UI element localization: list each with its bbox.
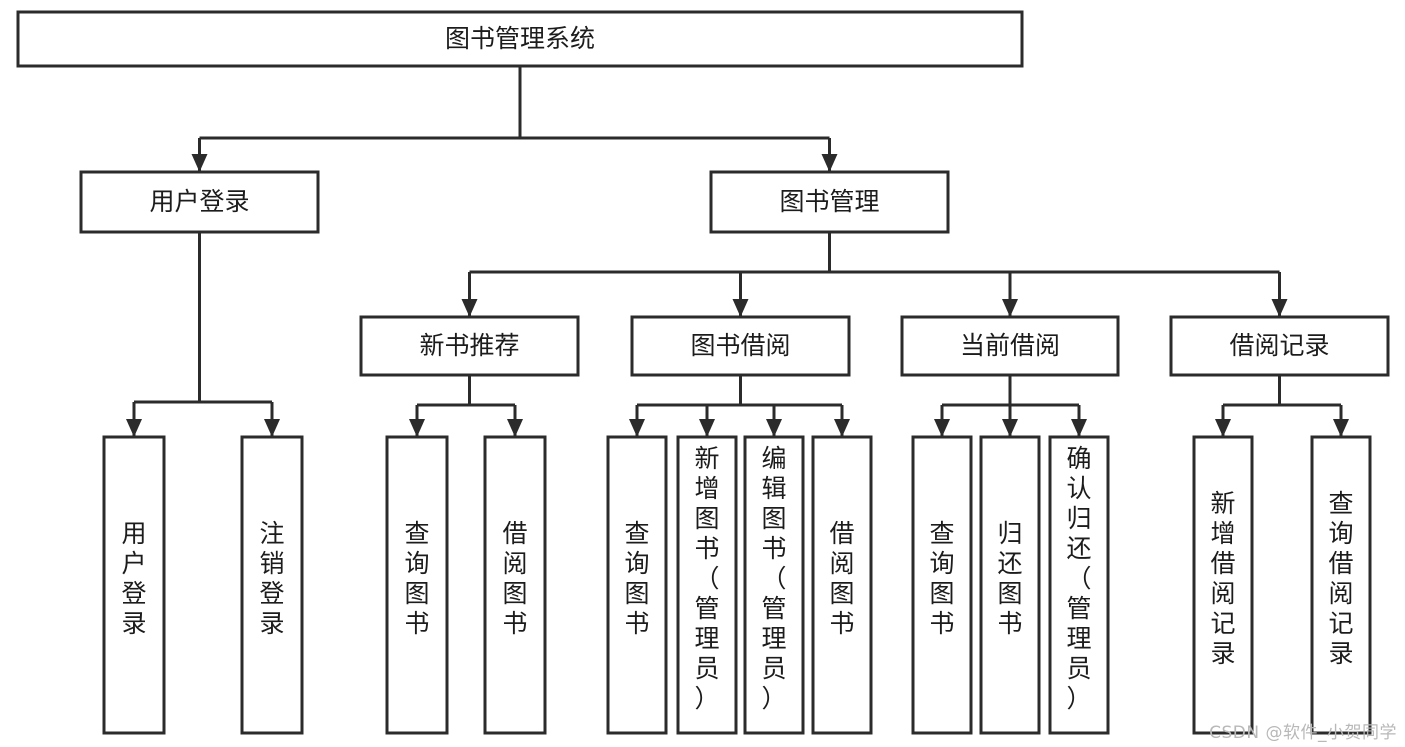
node-leaf-query-book-1-label: 查询图书	[404, 519, 429, 638]
node-leaf-add-record-label: 新增借阅记录	[1210, 489, 1235, 668]
edge-book-manage-arrow-2	[1002, 299, 1018, 317]
node-user-login-label: 用户登录	[149, 187, 249, 216]
node-leaf-borrow-book-2[interactable]: 借阅图书	[811, 435, 873, 735]
node-new-book-rec-box	[359, 315, 580, 377]
edges-layer	[126, 66, 1349, 437]
node-new-book-rec-label: 新书推荐	[419, 331, 519, 360]
node-leaf-return-book-label: 归还图书	[997, 519, 1022, 638]
edge-root-arrow-1	[821, 154, 838, 172]
node-leaf-query-book-3-label: 查询图书	[929, 519, 954, 638]
node-leaf-user-logout[interactable]: 注销登录	[240, 435, 304, 735]
edge-borrow-record-arrow-0	[1215, 419, 1231, 437]
node-leaf-borrow-book-1-box	[483, 435, 547, 735]
node-book-manage-box	[709, 170, 950, 234]
node-user-login[interactable]: 用户登录	[79, 170, 320, 234]
node-borrow-record-label: 借阅记录	[1229, 331, 1329, 360]
node-leaf-query-book-3-box	[911, 435, 973, 735]
node-leaf-user-login-label: 用户登录	[121, 519, 146, 638]
edge-book-manage-arrow-3	[1271, 299, 1288, 317]
node-leaf-user-logout-box	[240, 435, 304, 735]
node-user-login-box	[79, 170, 320, 234]
node-leaf-edit-book-label: 编辑图书（管理员）	[761, 444, 786, 713]
node-leaf-query-book-1[interactable]: 查询图书	[385, 435, 449, 735]
node-book-manage-label: 图书管理	[779, 187, 879, 216]
edge-book-borrow-arrow-2	[766, 419, 782, 437]
edge-current-borrow-arrow-0	[934, 419, 950, 437]
node-borrow-record-box	[1169, 315, 1390, 377]
node-borrow-record[interactable]: 借阅记录	[1169, 315, 1390, 377]
edge-book-manage-arrow-0	[461, 299, 478, 317]
edge-user-login-arrow-0	[126, 419, 142, 437]
node-leaf-return-book-box	[979, 435, 1041, 735]
node-book-manage[interactable]: 图书管理	[709, 170, 950, 234]
node-root-label: 图书管理系统	[445, 24, 595, 53]
node-root[interactable]: 图书管理系统	[16, 10, 1024, 68]
node-leaf-borrow-book-2-box	[811, 435, 873, 735]
edge-new-book-rec-arrow-0	[409, 419, 425, 437]
node-leaf-query-book-1-box	[385, 435, 449, 735]
node-leaf-borrow-book-1-label: 借阅图书	[502, 519, 527, 638]
node-leaf-query-record-label: 查询借阅记录	[1328, 489, 1353, 668]
node-leaf-user-login-box	[102, 435, 166, 735]
node-leaf-confirm-return[interactable]: 确认归还（管理员）	[1048, 435, 1110, 735]
node-leaf-user-login[interactable]: 用户登录	[102, 435, 166, 735]
watermark-label: CSDN @软件_小贺同学	[1209, 723, 1397, 743]
node-leaf-add-book-label: 新增图书（管理员）	[694, 444, 719, 713]
node-book-borrow-box	[630, 315, 851, 377]
node-leaf-edit-book-box	[743, 435, 805, 735]
node-book-borrow-label: 图书借阅	[690, 331, 790, 360]
node-leaf-query-book-2[interactable]: 查询图书	[606, 435, 668, 735]
edge-root-arrow-0	[191, 154, 208, 172]
edge-book-manage-arrow-1	[732, 299, 749, 317]
node-leaf-query-book-2-label: 查询图书	[624, 519, 649, 638]
node-leaf-borrow-book-2-label: 借阅图书	[829, 519, 854, 638]
node-leaf-confirm-return-label: 确认归还（管理员）	[1066, 444, 1091, 713]
edge-current-borrow-arrow-2	[1071, 419, 1087, 437]
edge-current-borrow-arrow-1	[1002, 419, 1018, 437]
node-book-borrow[interactable]: 图书借阅	[630, 315, 851, 377]
node-leaf-add-record-box	[1192, 435, 1254, 735]
node-leaf-add-book-box	[676, 435, 738, 735]
nodes-layer: 图书管理系统用户登录图书管理新书推荐图书借阅当前借阅借阅记录用户登录注销登录查询…	[16, 10, 1390, 735]
node-leaf-edit-book[interactable]: 编辑图书（管理员）	[743, 435, 805, 735]
node-leaf-add-record[interactable]: 新增借阅记录	[1192, 435, 1254, 735]
node-root-box	[16, 10, 1024, 68]
node-leaf-return-book[interactable]: 归还图书	[979, 435, 1041, 735]
node-leaf-user-logout-label: 注销登录	[259, 519, 284, 638]
node-leaf-borrow-book-1[interactable]: 借阅图书	[483, 435, 547, 735]
node-leaf-query-record[interactable]: 查询借阅记录	[1310, 435, 1372, 735]
node-leaf-query-book-3[interactable]: 查询图书	[911, 435, 973, 735]
edge-book-borrow-arrow-1	[699, 419, 715, 437]
node-leaf-query-book-2-box	[606, 435, 668, 735]
node-current-borrow-label: 当前借阅	[960, 331, 1060, 360]
edge-book-borrow-arrow-3	[834, 419, 850, 437]
node-current-borrow-box	[900, 315, 1120, 377]
node-leaf-confirm-return-box	[1048, 435, 1110, 735]
node-leaf-add-book[interactable]: 新增图书（管理员）	[676, 435, 738, 735]
edge-book-borrow-arrow-0	[629, 419, 645, 437]
node-new-book-rec[interactable]: 新书推荐	[359, 315, 580, 377]
edge-borrow-record-arrow-1	[1333, 419, 1349, 437]
edge-new-book-rec-arrow-1	[507, 419, 523, 437]
node-leaf-query-record-box	[1310, 435, 1372, 735]
edge-user-login-arrow-1	[264, 419, 280, 437]
node-current-borrow[interactable]: 当前借阅	[900, 315, 1120, 377]
